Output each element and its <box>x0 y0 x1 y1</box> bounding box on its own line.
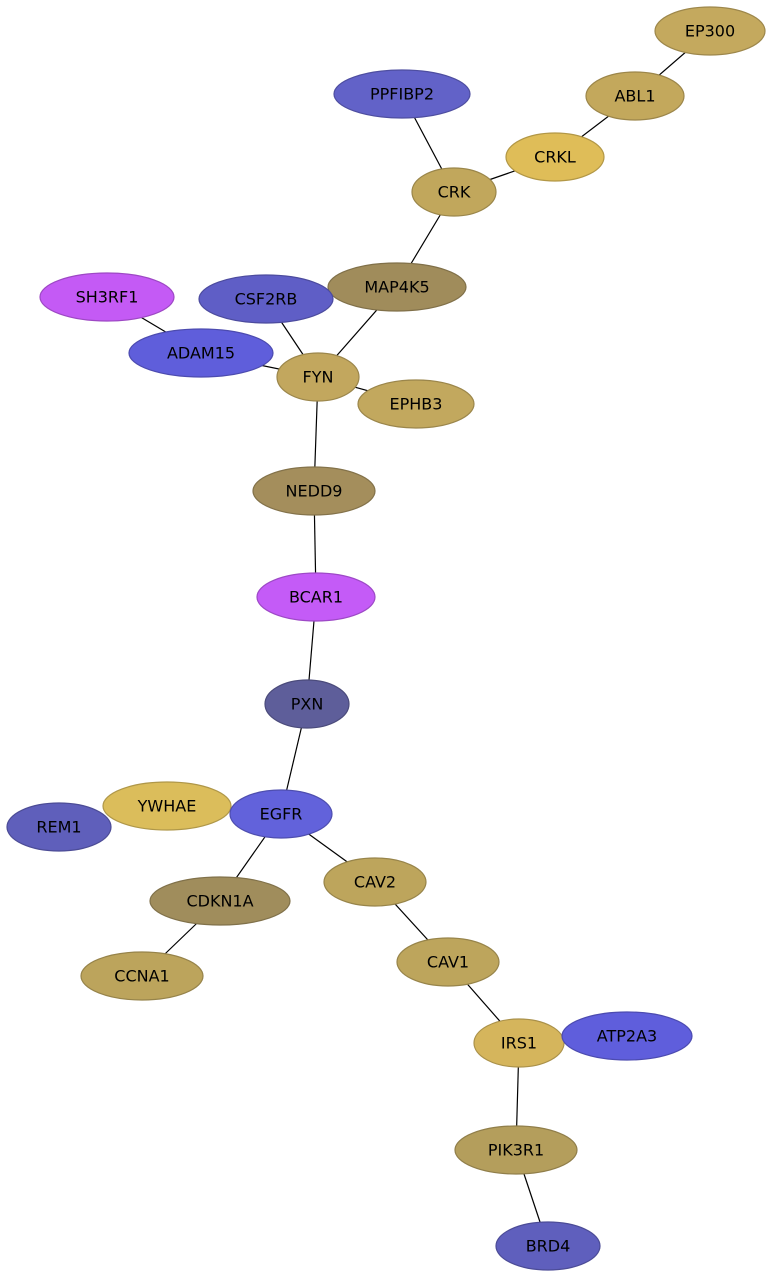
node-ellipse <box>128 328 274 378</box>
node-atp2a3[interactable]: ATP2A3 <box>561 1011 693 1061</box>
node-label: PIK3R1 <box>488 1141 544 1160</box>
node-label: ATP2A3 <box>597 1027 657 1046</box>
node-ellipse <box>39 272 175 322</box>
node-ellipse <box>357 379 475 429</box>
node-label: EP300 <box>685 22 735 41</box>
node-irs1[interactable]: IRS1 <box>473 1018 565 1068</box>
node-label: EPHB3 <box>390 395 443 414</box>
node-ellipse <box>80 951 204 1001</box>
node-ellipse <box>276 352 360 402</box>
node-ccna1[interactable]: CCNA1 <box>80 951 204 1001</box>
node-label: CDKN1A <box>186 892 253 911</box>
node-egfr[interactable]: EGFR <box>229 789 333 839</box>
node-label: CSF2RB <box>235 290 298 309</box>
node-fyn[interactable]: FYN <box>276 352 360 402</box>
node-label: IRS1 <box>501 1034 537 1053</box>
node-csf2rb[interactable]: CSF2RB <box>198 274 334 324</box>
node-ellipse <box>327 262 467 312</box>
node-label: ADAM15 <box>167 344 235 363</box>
node-abl1[interactable]: ABL1 <box>585 71 685 121</box>
node-crk[interactable]: CRK <box>411 167 497 217</box>
node-cdkn1a[interactable]: CDKN1A <box>149 876 291 926</box>
node-ep300[interactable]: EP300 <box>654 6 766 56</box>
node-ellipse <box>495 1221 601 1271</box>
node-label: CRK <box>438 183 471 202</box>
node-ellipse <box>505 132 605 182</box>
node-ppfibp2[interactable]: PPFIBP2 <box>333 69 471 119</box>
node-brd4[interactable]: BRD4 <box>495 1221 601 1271</box>
node-label: CAV1 <box>427 953 469 972</box>
node-ellipse <box>252 466 376 516</box>
node-cav1[interactable]: CAV1 <box>396 937 500 987</box>
node-sh3rf1[interactable]: SH3RF1 <box>39 272 175 322</box>
node-rem1[interactable]: REM1 <box>6 802 112 852</box>
node-label: CAV2 <box>354 873 396 892</box>
node-nedd9[interactable]: NEDD9 <box>252 466 376 516</box>
node-ellipse <box>454 1125 578 1175</box>
node-ellipse <box>323 857 427 907</box>
node-ephb3[interactable]: EPHB3 <box>357 379 475 429</box>
node-pik3r1[interactable]: PIK3R1 <box>454 1125 578 1175</box>
node-label: ABL1 <box>614 87 655 106</box>
node-ellipse <box>561 1011 693 1061</box>
node-ellipse <box>396 937 500 987</box>
node-ellipse <box>229 789 333 839</box>
node-label: PPFIBP2 <box>370 85 434 104</box>
node-ellipse <box>102 781 232 831</box>
node-pxn[interactable]: PXN <box>264 679 350 729</box>
node-label: PXN <box>291 695 324 714</box>
node-label: CRKL <box>534 148 576 167</box>
node-label: CCNA1 <box>114 967 169 986</box>
node-ellipse <box>149 876 291 926</box>
node-map4k5[interactable]: MAP4K5 <box>327 262 467 312</box>
node-label: FYN <box>303 368 334 387</box>
node-ellipse <box>198 274 334 324</box>
node-label: REM1 <box>36 818 81 837</box>
node-label: MAP4K5 <box>364 278 429 297</box>
node-ellipse <box>411 167 497 217</box>
node-ellipse <box>585 71 685 121</box>
node-label: BCAR1 <box>289 588 343 607</box>
node-ellipse <box>654 6 766 56</box>
node-label: SH3RF1 <box>76 288 139 307</box>
node-label: YWHAE <box>137 797 197 816</box>
node-ellipse <box>256 572 376 622</box>
node-ellipse <box>264 679 350 729</box>
node-adam15[interactable]: ADAM15 <box>128 328 274 378</box>
node-bcar1[interactable]: BCAR1 <box>256 572 376 622</box>
node-label: EGFR <box>260 805 303 824</box>
node-ellipse <box>333 69 471 119</box>
edges-layer <box>106 30 711 1247</box>
node-crkl[interactable]: CRKL <box>505 132 605 182</box>
node-cav2[interactable]: CAV2 <box>323 857 427 907</box>
node-label: BRD4 <box>526 1237 571 1256</box>
node-ellipse <box>6 802 112 852</box>
node-label: NEDD9 <box>286 482 343 501</box>
node-ywhae[interactable]: YWHAE <box>102 781 232 831</box>
